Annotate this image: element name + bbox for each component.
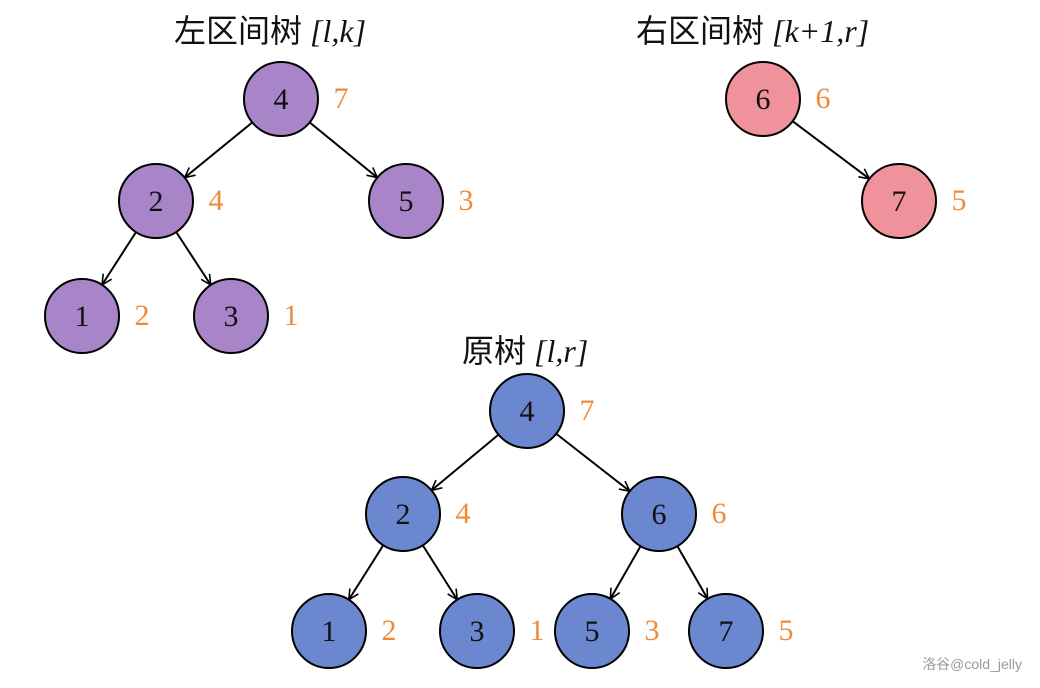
node-key-label: 4 — [274, 83, 289, 116]
watermark: 洛谷@cold_jelly — [922, 656, 1022, 672]
node-circle — [621, 476, 697, 552]
node-weight-label: 5 — [952, 184, 967, 217]
original-edge-2-1 — [349, 544, 385, 599]
node-circle — [489, 373, 565, 449]
node-weight-label: 2 — [135, 299, 150, 332]
node-circle — [291, 593, 367, 669]
node-circle — [554, 593, 630, 669]
node-circle — [861, 163, 937, 239]
original-edge-6-5 — [610, 545, 642, 599]
node-weight-label: 6 — [816, 82, 831, 115]
original-edge-4-2 — [431, 433, 500, 491]
node-weight-label: 4 — [209, 184, 224, 217]
node-circle — [243, 61, 319, 137]
node-weight-label: 3 — [459, 184, 474, 217]
left-edge-2-3 — [175, 231, 211, 285]
node-weight-label: 7 — [580, 394, 595, 427]
node-weight-label: 2 — [382, 614, 397, 647]
node-key-label: 6 — [756, 83, 771, 116]
left-edge-2-1 — [102, 231, 137, 285]
node-key-label: 3 — [470, 615, 485, 648]
node-weight-label: 7 — [334, 82, 349, 115]
left-tree-title: 左区间树 [l,k] — [174, 6, 366, 52]
node-key-label: 6 — [652, 498, 667, 531]
node-circle — [725, 61, 801, 137]
node-circle — [688, 593, 764, 669]
original-edge-6-7 — [676, 545, 707, 599]
node-weight-label: 5 — [779, 614, 794, 647]
node-circle — [439, 593, 515, 669]
right-edge-6-7 — [791, 120, 870, 179]
node-circle — [118, 163, 194, 239]
right-tree-title-text: 右区间树 — [636, 13, 773, 49]
node-weight-label: 1 — [284, 299, 299, 332]
original-edge-2-3 — [421, 544, 457, 599]
node-key-label: 1 — [75, 300, 90, 333]
left-tree-interval: [l,k] — [310, 13, 367, 49]
left-edge-4-2 — [185, 121, 253, 177]
node-circle — [44, 278, 120, 354]
node-weight-label: 4 — [456, 497, 471, 530]
original-edge-4-6 — [555, 432, 630, 491]
node-circle — [193, 278, 269, 354]
node-key-label: 7 — [719, 615, 734, 648]
left-tree-title-text: 左区间树 — [174, 13, 311, 49]
node-weight-label: 6 — [712, 497, 727, 530]
node-key-label: 4 — [520, 395, 535, 428]
right-tree-title: 右区间树 [k+1,r] — [636, 6, 869, 52]
node-circle — [368, 163, 444, 239]
left-edge-4-5 — [309, 121, 378, 177]
node-weight-label: 3 — [645, 614, 660, 647]
node-key-label: 1 — [322, 615, 337, 648]
original-tree-title: 原树 [l,r] — [462, 326, 588, 372]
node-circle — [365, 476, 441, 552]
node-key-label: 7 — [892, 185, 907, 218]
right-tree-interval: [k+1,r] — [772, 13, 870, 49]
node-key-label: 5 — [399, 185, 414, 218]
original-tree-title-text: 原树 — [462, 333, 535, 369]
node-key-label: 2 — [396, 498, 411, 531]
original-tree-interval: [l,r] — [534, 333, 589, 369]
node-weight-label: 1 — [530, 614, 545, 647]
node-key-label: 3 — [224, 300, 239, 333]
node-key-label: 2 — [149, 185, 164, 218]
node-key-label: 5 — [585, 615, 600, 648]
